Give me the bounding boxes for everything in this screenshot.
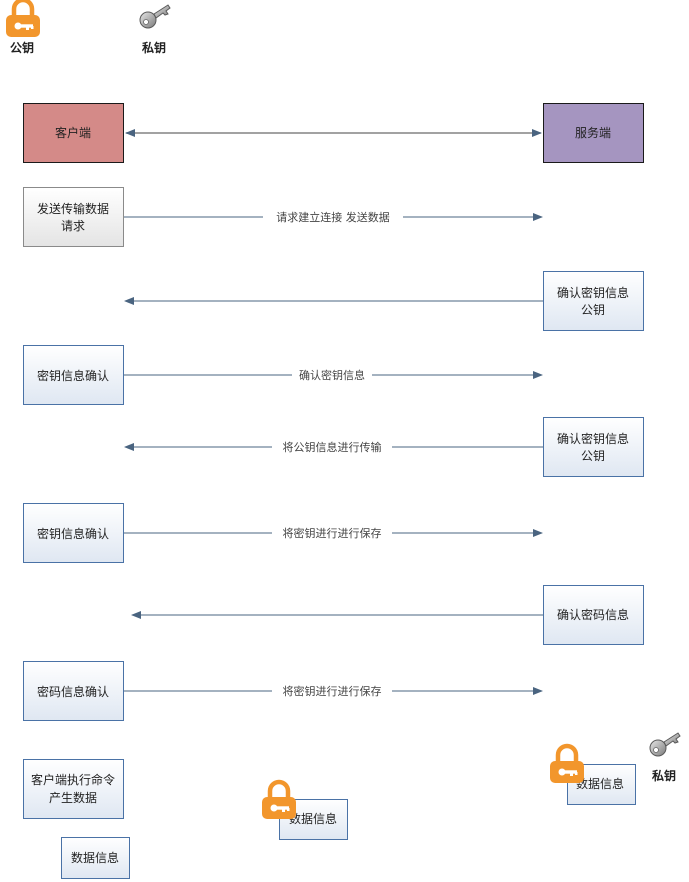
key-confirm-2-label: 密钥信息确认 xyxy=(37,526,109,541)
lock-icon xyxy=(6,0,40,37)
server-node[interactable]: 服务端 xyxy=(543,103,644,163)
key-confirm-node-2[interactable]: 密钥信息确认 xyxy=(23,503,124,563)
save-key-1-label: 将密钥进行进行保存 xyxy=(283,526,382,540)
save-key-2-label: 将密钥进行进行保存 xyxy=(283,684,382,698)
confirm-key-pub-2-line1: 确认密钥信息 xyxy=(557,431,629,446)
client-label: 客户端 xyxy=(55,125,91,140)
data-info-left-node[interactable]: 数据信息 xyxy=(61,837,130,879)
request-connect-label: 请求建立连接 发送数据 xyxy=(276,210,390,224)
client-exec-line2: 产生数据 xyxy=(49,790,97,805)
confirm-key-label: 确认密钥信息 xyxy=(299,368,365,382)
legend-private-key-label: 私钥 xyxy=(141,40,166,55)
confirm-key-pub-2-line2: 公钥 xyxy=(581,449,605,463)
lock-icon xyxy=(262,782,296,819)
key-icon xyxy=(139,4,171,29)
send-request-label-line1: 发送传输数据 xyxy=(37,201,109,216)
data-info-mid-label: 数据信息 xyxy=(289,811,337,826)
private-key-right-label: 私钥 xyxy=(651,768,676,783)
key-confirm-node-1[interactable]: 密钥信息确认 xyxy=(23,345,124,405)
password-confirm-label: 密码信息确认 xyxy=(37,684,109,699)
key-confirm-1-label: 密钥信息确认 xyxy=(37,368,109,383)
server-label: 服务端 xyxy=(575,125,611,140)
confirm-key-pub-1-line1: 确认密钥信息 xyxy=(557,285,629,300)
send-request-node[interactable]: 发送传输数据 请求 xyxy=(23,187,124,247)
send-request-label-line2: 请求 xyxy=(61,219,85,233)
data-info-left-label: 数据信息 xyxy=(71,850,119,865)
private-key-marker-right: 私钥 xyxy=(649,732,681,783)
transfer-pubkey-label: 将公钥信息进行传输 xyxy=(283,440,382,454)
data-info-right-label: 数据信息 xyxy=(576,776,624,791)
legend-public-key-label: 公钥 xyxy=(10,40,34,55)
client-exec-line1: 客户端执行命令 xyxy=(31,772,115,787)
legend-private-key: 私钥 xyxy=(139,4,171,55)
password-confirm-node[interactable]: 密码信息确认 xyxy=(23,661,124,721)
client-exec-node[interactable]: 客户端执行命令 产生数据 xyxy=(23,759,124,819)
legend-public-key: 公钥 xyxy=(6,0,40,55)
confirm-password-node[interactable]: 确认密码信息 xyxy=(543,585,644,645)
lock-icon xyxy=(550,746,584,783)
confirm-key-pub-1-line2: 公钥 xyxy=(581,303,605,317)
client-node[interactable]: 客户端 xyxy=(23,103,124,163)
key-icon xyxy=(649,732,681,757)
confirm-key-pub-node-1[interactable]: 确认密钥信息 公钥 xyxy=(543,271,644,331)
confirm-password-label: 确认密码信息 xyxy=(557,607,629,622)
confirm-key-pub-node-2[interactable]: 确认密钥信息 公钥 xyxy=(543,417,644,477)
